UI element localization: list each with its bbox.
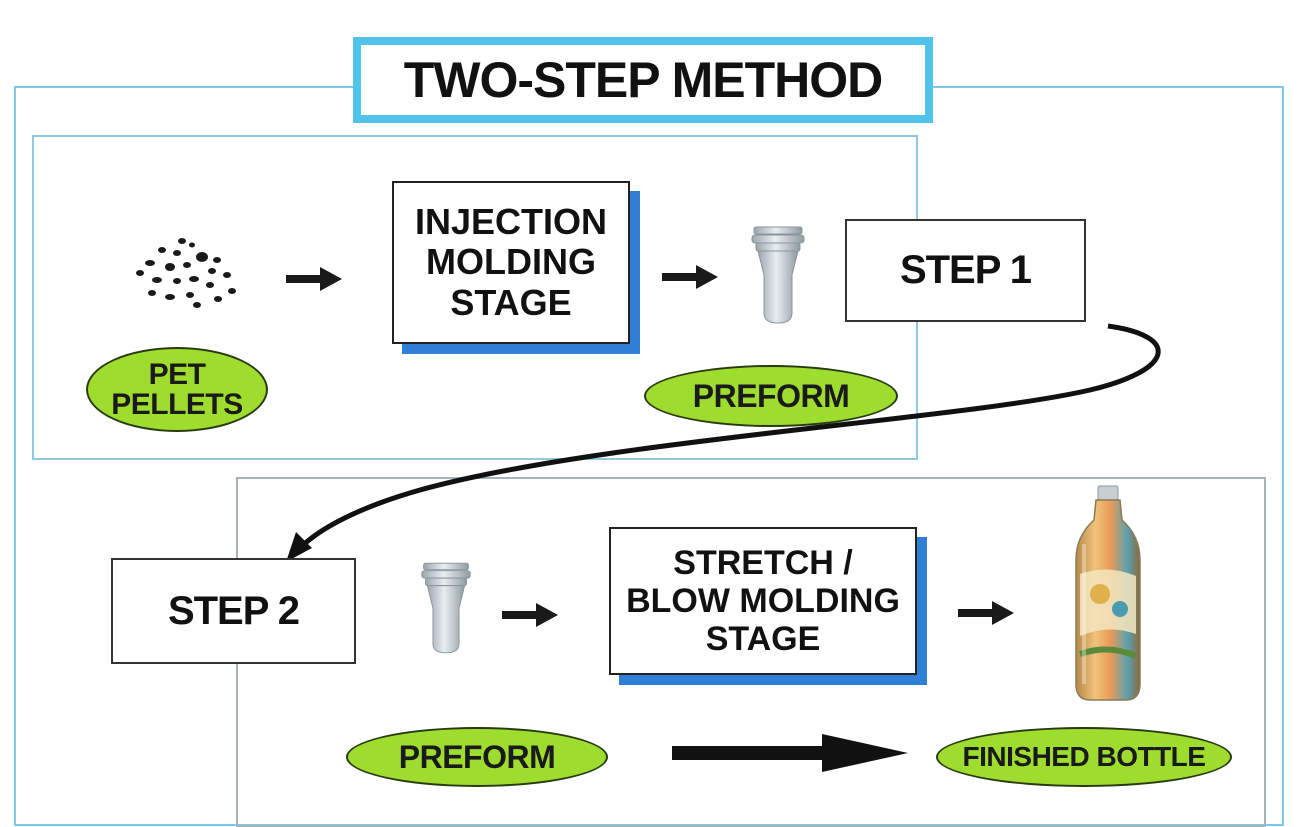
step2-box: STEP 2 [111,558,356,664]
stretch-blow-molding-stage-box: STRETCH / BLOW MOLDING STAGE [609,527,917,675]
preform-icon [751,226,805,324]
diagram-title-text: TWO-STEP METHOD [403,52,884,108]
step1-box: STEP 1 [845,219,1086,322]
finished-bottle-label-oval: FINISHED BOTTLE [936,727,1232,787]
preform-label-oval: PREFORM [644,365,898,427]
long-arrow-right-icon [672,734,908,772]
injection-molding-stage-box: INJECTION MOLDING STAGE [392,181,630,344]
pet-pellets-label: PET PELLETS [111,357,243,421]
diagram-title: TWO-STEP METHOD [353,37,933,123]
step2-label: STEP 2 [167,588,300,633]
arrow-right-icon [286,267,342,291]
step1-label: STEP 1 [899,248,1032,292]
finished-bottle-label: FINISHED BOTTLE [962,741,1206,772]
pet-pellets-label-oval: PET PELLETS [86,347,268,432]
curved-arrow-icon [286,323,1161,562]
preform-label-oval-step2: PREFORM [346,727,608,787]
preform-label: PREFORM [692,378,850,414]
arrow-right-icon [662,265,718,289]
arrow-right-icon [958,601,1014,625]
arrow-right-icon [502,603,558,627]
preform-icon [421,562,471,654]
pet-pellets-icon [136,238,236,308]
preform-label-step2: PREFORM [398,739,556,775]
finished-bottle-icon [1075,485,1141,701]
stretch-blow-molding-stage-label: STRETCH / BLOW MOLDING STAGE [626,543,900,659]
injection-molding-stage-label: INJECTION MOLDING STAGE [414,201,608,323]
